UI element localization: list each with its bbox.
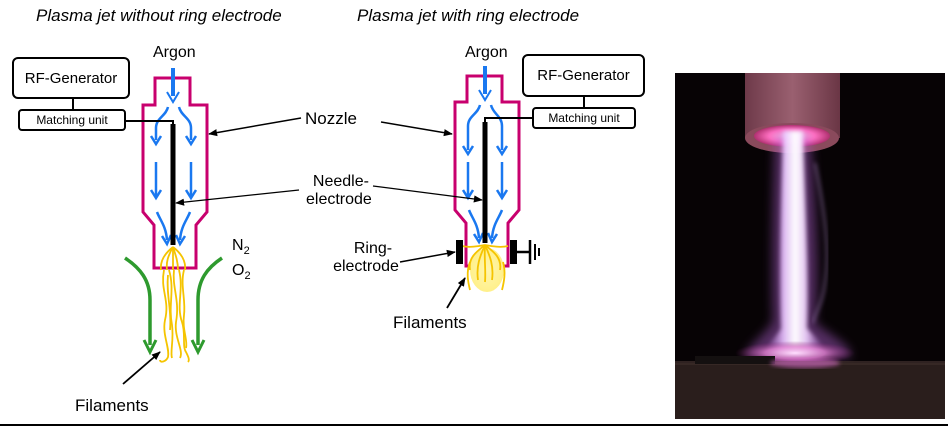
photo-surface	[675, 363, 945, 419]
photo-jet-core	[765, 131, 825, 353]
needle-electrode-label: Needle- electrode	[306, 173, 372, 209]
ground-icon	[517, 240, 540, 264]
right-nozzle-outline	[453, 74, 521, 268]
right-plasma-glow	[470, 248, 504, 292]
right-rf-generator-box: RF-Generator	[522, 54, 645, 97]
right-rf-generator-label: RF-Generator	[537, 67, 630, 84]
left-matching-unit-box: Matching unit	[18, 109, 126, 131]
left-panel-title: Plasma jet without ring electrode	[36, 6, 282, 25]
right-panel-title: Plasma jet with ring electrode	[357, 6, 580, 25]
n2-subscript: 2	[243, 245, 250, 258]
left-matching-unit-label: Matching unit	[36, 113, 108, 127]
needle-electrode-line2: electrode	[306, 191, 372, 208]
right-argon-label: Argon	[465, 44, 508, 61]
left-nozzle-outline	[141, 76, 209, 270]
left-filaments-label: Filaments	[75, 396, 149, 415]
o2-symbol: O	[232, 262, 245, 280]
left-filaments-pointer	[122, 351, 161, 385]
left-ambient-flows	[124, 256, 223, 356]
left-jet	[72, 68, 302, 385]
ring-electrode-right	[510, 240, 517, 264]
left-nozzle-pointer	[208, 117, 302, 137]
ring-electrode-left	[456, 240, 463, 264]
needle-electrode-line1: Needle-	[312, 173, 369, 190]
right-jet	[372, 66, 585, 309]
left-rf-generator-label: RF-Generator	[24, 69, 118, 87]
right-feed-wire	[484, 117, 540, 124]
left-gas-flows	[149, 106, 198, 247]
right-argon-arrowhead	[478, 89, 492, 102]
right-matching-unit-box: Matching unit	[532, 107, 636, 129]
left-filaments	[159, 246, 190, 363]
right-matching-unit-label: Matching unit	[548, 111, 620, 125]
right-filaments	[461, 244, 509, 291]
o2-subscript: 2	[244, 270, 251, 283]
left-ambient-gas-label: N2 O2	[232, 236, 251, 286]
n2-symbol: N	[232, 237, 244, 254]
left-argon-arrowhead	[166, 91, 180, 104]
right-filaments-pointer	[446, 277, 466, 309]
ring-electrode-line2: electrode	[333, 258, 399, 275]
plasma-jet-photo	[675, 73, 945, 419]
ring-electrode-label: Ring- electrode	[330, 240, 402, 276]
ring-electrode-line1: Ring-	[353, 240, 393, 257]
left-argon-label: Argon	[153, 44, 196, 61]
left-needle-pointer	[175, 189, 300, 206]
right-gas-flows	[461, 104, 509, 245]
right-filaments-label: Filaments	[393, 313, 467, 332]
right-nozzle-pointer	[380, 121, 453, 137]
photo-surface-object	[695, 356, 775, 364]
photo-jet-wisp	[812, 162, 828, 324]
photo-surface-reflection	[770, 358, 840, 368]
left-feed-wire	[125, 120, 174, 126]
left-rf-generator-box: RF-Generator	[12, 57, 130, 99]
right-needle-pointer	[372, 185, 483, 203]
bottom-rule	[0, 424, 948, 426]
ring-electrode-pointer	[399, 249, 456, 263]
nozzle-label: Nozzle	[305, 109, 357, 128]
